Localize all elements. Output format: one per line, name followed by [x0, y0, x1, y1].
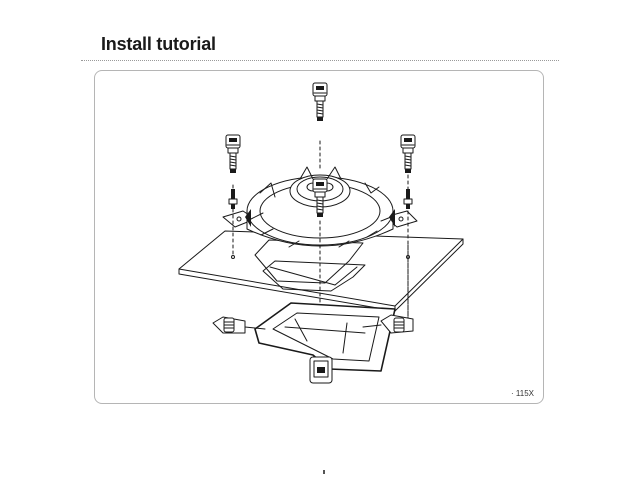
page-mark: [323, 470, 325, 474]
installation-diagram-frame: · 115X: [94, 70, 544, 404]
title-divider: [81, 60, 559, 61]
backplate: [254, 302, 396, 384]
screw-top: [312, 82, 328, 122]
backplate-clips: [212, 314, 414, 334]
cpu-socket: [254, 239, 366, 292]
socket-type-label: · 115X: [511, 389, 534, 398]
pump-block: [245, 166, 395, 248]
page-title: Install tutorial: [101, 34, 216, 54]
screw-right: [400, 134, 416, 174]
installation-diagram: [178, 82, 464, 384]
screw-left: [225, 134, 241, 174]
